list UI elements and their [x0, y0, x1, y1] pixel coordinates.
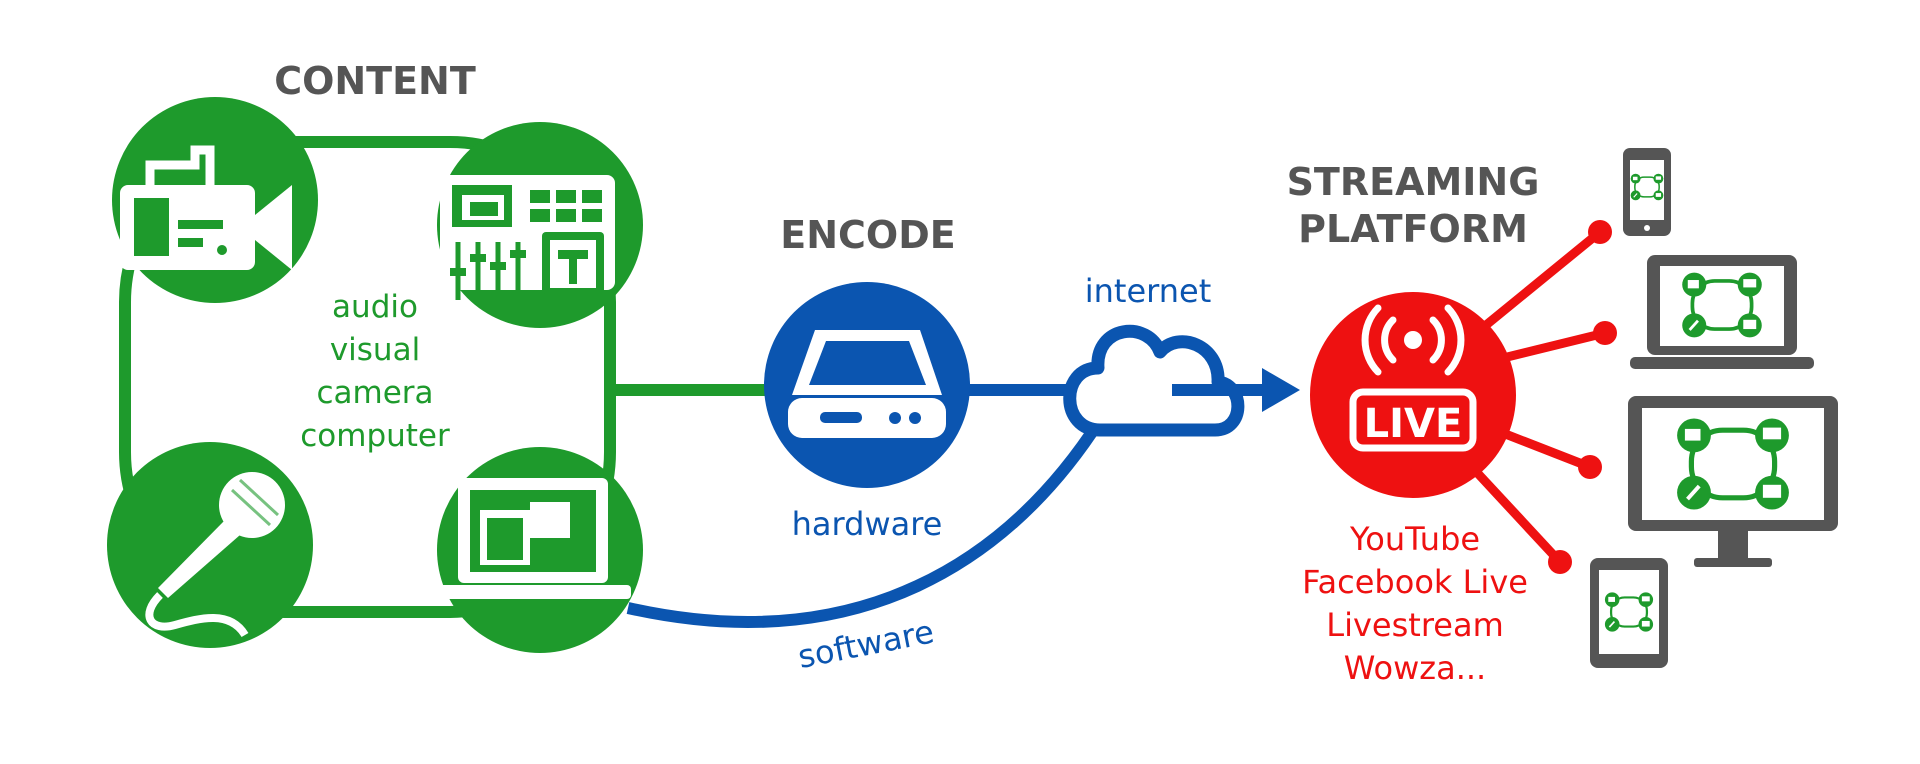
- monitor-icon: [1628, 396, 1838, 567]
- software-path-line: [626, 416, 1106, 628]
- content-item-computer: computer: [300, 418, 450, 454]
- streaming-heading-line1: STREAMING: [1287, 160, 1540, 204]
- hardware-label: hardware: [792, 505, 943, 543]
- content-ring: [119, 136, 616, 618]
- live-broadcast-icon: LIVE: [1310, 292, 1516, 498]
- hardware-encoder-icon: [764, 282, 970, 488]
- platform-wowza: Wowza...: [1344, 649, 1486, 687]
- internet-to-platform-arrow: [1172, 368, 1300, 412]
- tablet-icon: [1590, 558, 1668, 668]
- video-camera-icon: [112, 97, 318, 303]
- microphone-icon: [107, 442, 313, 648]
- cloud-icon: [1063, 324, 1245, 437]
- content-item-visual: visual: [330, 332, 420, 368]
- distribution-nodes: [1548, 220, 1617, 574]
- streaming-heading-line2: PLATFORM: [1298, 207, 1528, 251]
- platform-livestream: Livestream: [1326, 606, 1503, 644]
- platform-youtube: YouTube: [1349, 520, 1480, 558]
- smartphone-icon: [1623, 148, 1671, 236]
- laptop-device-icon: [1630, 255, 1814, 369]
- content-item-camera: camera: [316, 375, 433, 411]
- live-label: LIVE: [1364, 401, 1463, 447]
- content-items-list: audio visual camera computer: [300, 289, 450, 454]
- audio-mixer-icon: [437, 122, 643, 328]
- platforms-list: YouTube Facebook Live Livestream Wowza..…: [1302, 520, 1528, 687]
- content-item-audio: audio: [332, 289, 418, 325]
- laptop-icon: [435, 447, 643, 653]
- internet-label: internet: [1085, 272, 1212, 310]
- platform-facebook-live: Facebook Live: [1302, 563, 1528, 601]
- content-heading: CONTENT: [274, 59, 476, 103]
- encode-heading: ENCODE: [780, 213, 955, 257]
